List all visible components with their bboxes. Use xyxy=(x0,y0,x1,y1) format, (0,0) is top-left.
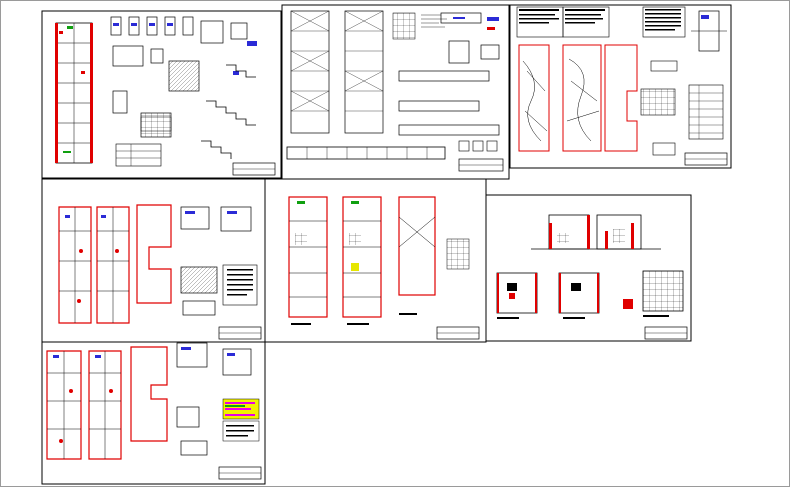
sheet-sanitary-plan-b[interactable] xyxy=(41,341,266,485)
sheet-foundation-frames[interactable] xyxy=(281,4,510,180)
sheet-elevations-sections[interactable] xyxy=(485,194,692,342)
sheet-electrical-plan[interactable] xyxy=(509,4,732,169)
sheet-sanitary-plan-a[interactable] xyxy=(41,178,266,343)
sheet-architectural-plans[interactable] xyxy=(264,178,487,343)
sheet-structural-details[interactable] xyxy=(41,10,282,179)
